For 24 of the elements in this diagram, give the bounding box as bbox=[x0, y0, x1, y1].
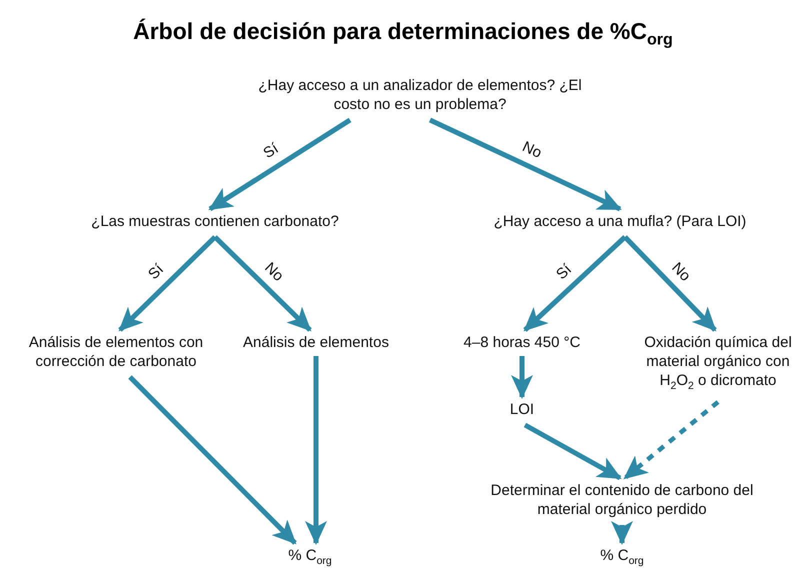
arrow bbox=[511, 356, 533, 399]
arrow bbox=[623, 235, 717, 332]
node-text: ¿Las muestras contienen carbonato? bbox=[65, 212, 365, 231]
arrow bbox=[611, 521, 633, 545]
arrow bbox=[118, 235, 217, 332]
node-text: LOI bbox=[497, 400, 547, 419]
arrow bbox=[524, 422, 622, 480]
node-text: Análisis de elementos con corrección de carbonato bbox=[11, 333, 221, 371]
node-text: Análisis de elementos bbox=[226, 333, 406, 352]
title: Árbol de decisión para determinaciones de %C$_{org}$ bbox=[132, 18, 674, 50]
arrow bbox=[428, 118, 622, 212]
node-text: 4–8 horas 450 °C bbox=[447, 333, 597, 352]
node-text: Determinar el contenido de carbono del material orgánico perdido bbox=[472, 481, 772, 519]
node-text: % C$_{org}$ bbox=[587, 546, 657, 571]
node-text: ¿Hay acceso a un analizador de elementos? ¿El costo no es un problema? bbox=[250, 76, 590, 114]
node-text: % C$_{org}$ bbox=[275, 546, 345, 571]
arrow bbox=[213, 235, 312, 332]
node-text: Oxidación química del material orgánico con H$_{2}$O$_{2}$ o dicromato bbox=[633, 333, 803, 396]
arrow bbox=[305, 356, 327, 545]
arrow bbox=[208, 118, 352, 212]
node-text: ¿Hay acceso a una mufla? (Para LOI) bbox=[470, 212, 770, 231]
arrow bbox=[523, 235, 627, 332]
dashed-arrow bbox=[623, 400, 720, 480]
arrow bbox=[128, 375, 297, 545]
